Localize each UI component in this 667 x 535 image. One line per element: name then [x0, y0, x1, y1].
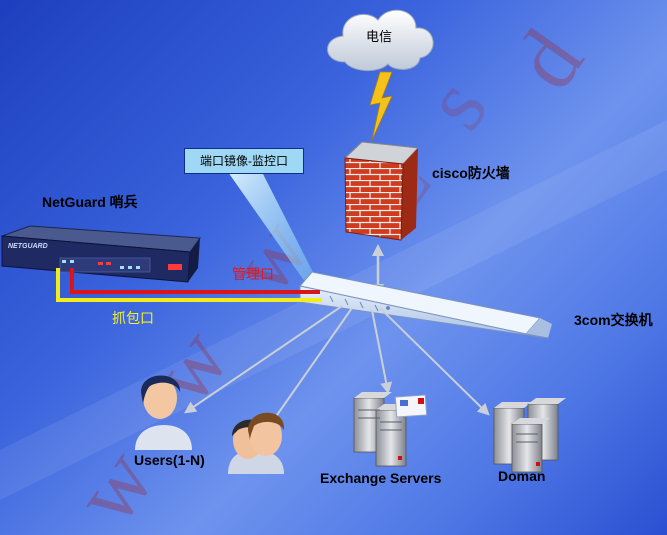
svg-text:NETGUARD: NETGUARD [8, 243, 48, 250]
exchange-label: Exchange Servers [320, 470, 442, 486]
mgmt-cable [70, 268, 320, 294]
user-icon-2 [228, 412, 285, 474]
mgmt-port-label: 管理口 [232, 266, 274, 282]
svg-text:d: d [495, 13, 602, 107]
telecom-cloud-icon [327, 9, 434, 71]
switch-links [184, 305, 490, 427]
sensor-label: NetGuard 哨兵 [42, 194, 138, 210]
domain-server-icon [493, 398, 566, 473]
firewall-label: cisco防火墙 [432, 165, 510, 181]
svg-text:s: s [405, 61, 506, 146]
users-label: Users(1-N) [134, 452, 205, 468]
user-icon [135, 375, 192, 450]
netguard-appliance-icon: NETGUARD [1, 225, 201, 283]
lightning-icon [369, 71, 393, 141]
mirror-port-callout: 端口镜像-监控口 [184, 148, 304, 174]
firewall-icon [343, 141, 420, 241]
capture-cable [56, 268, 322, 302]
switch-label: 3com交换机 [574, 312, 653, 328]
callout-pointer [228, 172, 322, 292]
switch-icon [299, 271, 552, 339]
cloud-label: 电信 [366, 29, 393, 44]
exchange-server-icon [353, 392, 428, 467]
capture-port-label: 抓包口 [112, 310, 154, 326]
domain-label: Doman [498, 468, 546, 484]
